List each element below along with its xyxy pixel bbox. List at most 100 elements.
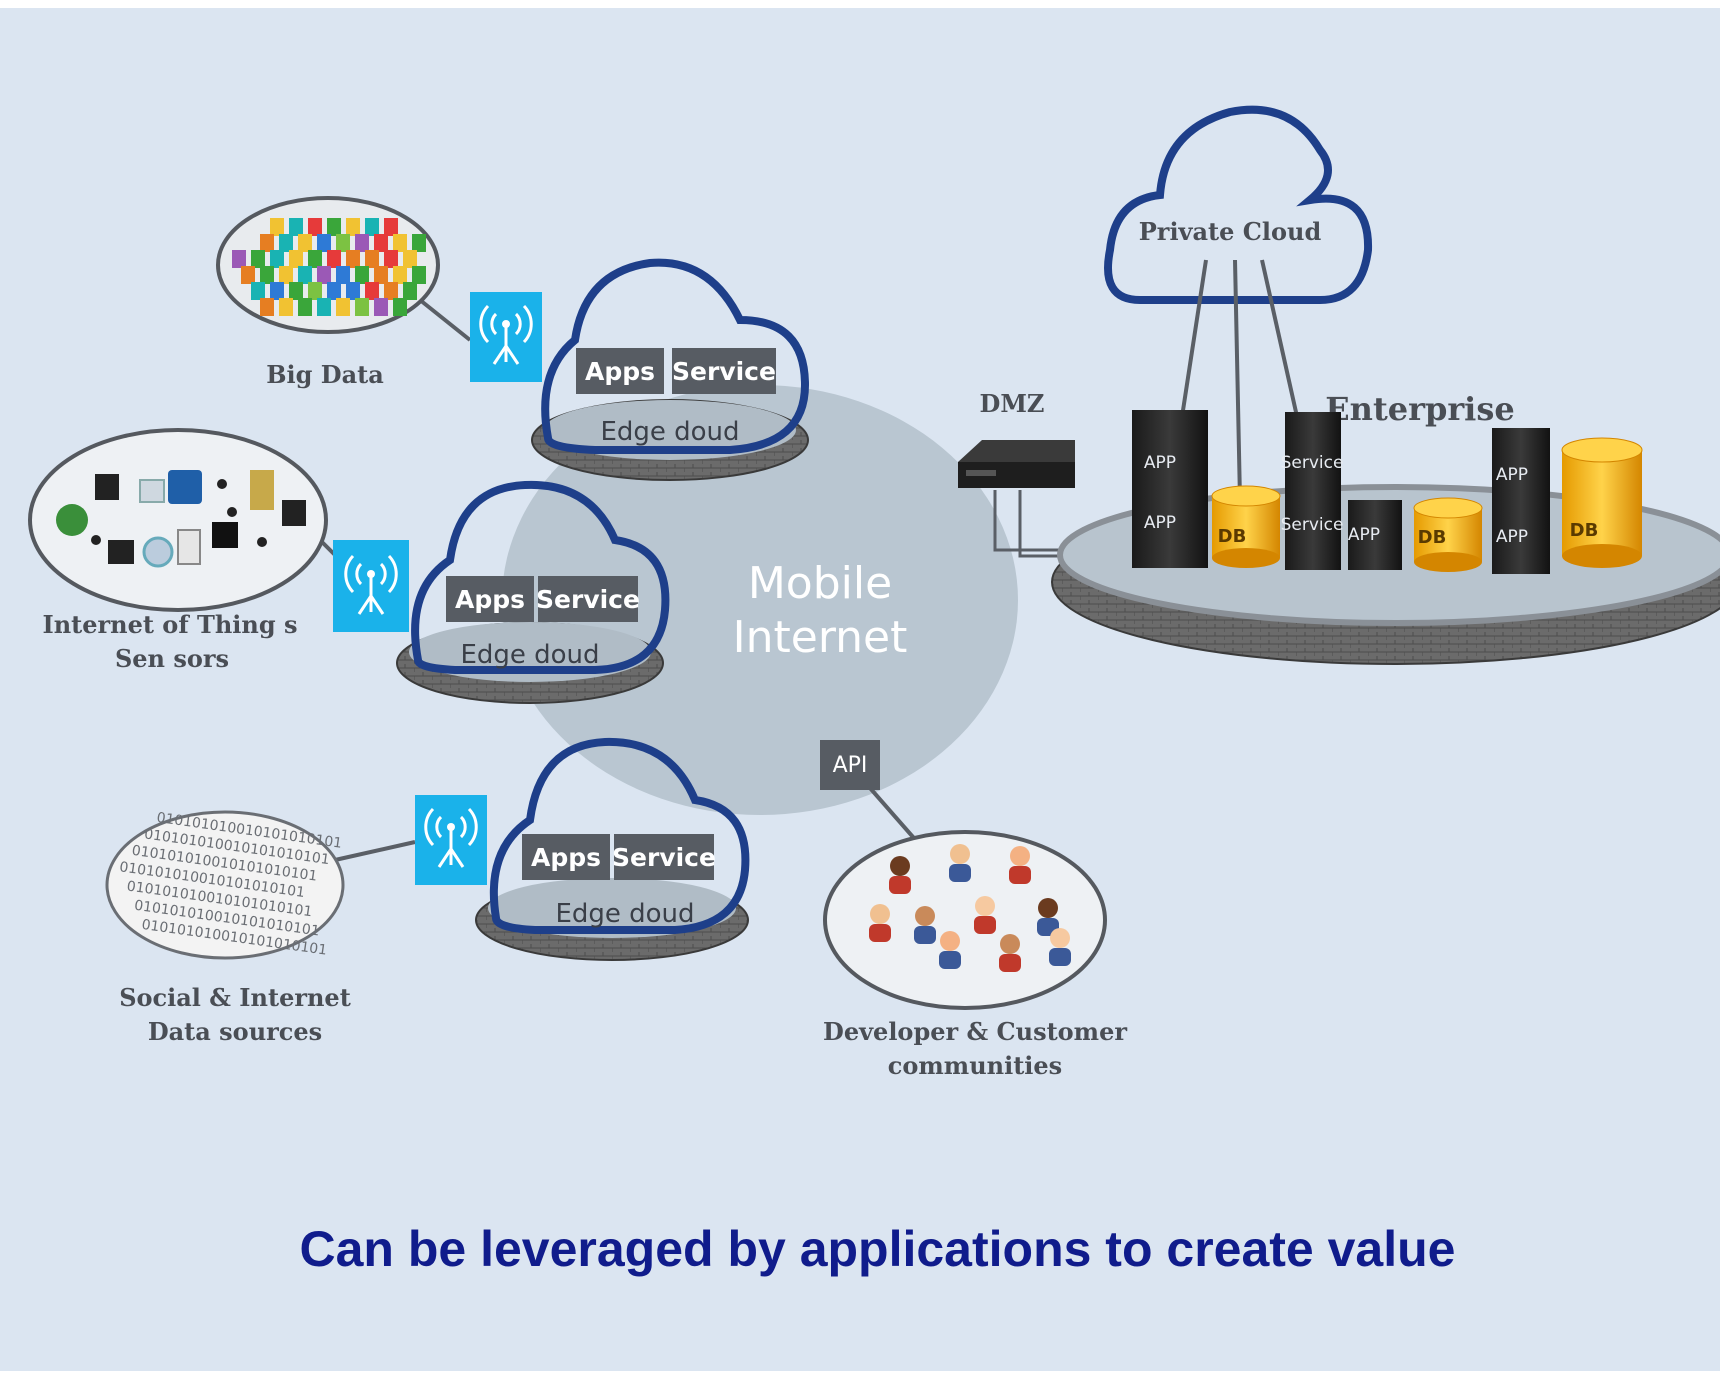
svg-text:DB: DB (1570, 520, 1599, 541)
big-data-label: Big Data (266, 360, 384, 389)
data-cube-shape (355, 266, 369, 284)
wireless-tower-icon (415, 795, 487, 885)
data-cube-shape (260, 234, 274, 252)
svg-text:APP: APP (1144, 453, 1176, 473)
person-body-icon (914, 926, 936, 944)
data-cube-shape (393, 298, 407, 316)
dmz-connector (993, 490, 1060, 558)
data-cube-shape (260, 266, 274, 284)
data-cube-shape (403, 282, 417, 300)
apps-box (576, 348, 664, 394)
data-cube-shape (279, 234, 293, 252)
data-cube-shape (346, 250, 360, 268)
wireless-tower-icon (333, 540, 409, 632)
bigdata-connector (418, 298, 472, 342)
data-cube-shape (327, 250, 341, 268)
edge-cloud-1: Apps Service Edge doud (531, 258, 810, 481)
internet-label: Internet (733, 612, 908, 663)
community-label-line2: communities (888, 1051, 1062, 1080)
data-cube-shape (279, 298, 293, 316)
data-cube-shape (308, 250, 322, 268)
data-cube-shape (336, 234, 350, 252)
data-cube-shape (289, 250, 303, 268)
svg-text:APP: APP (1496, 465, 1528, 485)
person-body-icon (949, 864, 971, 882)
svg-text:Apps: Apps (531, 843, 601, 872)
dmz-label: DMZ (980, 389, 1045, 418)
person-head-icon (915, 906, 935, 926)
edge-cloud-label: Edge doud (600, 417, 739, 447)
data-cube-shape (308, 218, 322, 236)
data-cube-shape (336, 298, 350, 316)
mobile-internet-oval (502, 385, 1018, 815)
server-rack: APP APP (1492, 428, 1550, 574)
big-data-image (216, 196, 440, 334)
data-cube-shape (298, 266, 312, 284)
data-cube-shape (251, 250, 265, 268)
data-cube-shape (289, 282, 303, 300)
svg-text:Apps: Apps (455, 585, 525, 614)
apps-box (446, 576, 534, 622)
svg-text:Service: Service (672, 357, 776, 386)
person-body-icon (939, 951, 961, 969)
server-rack: APP (1348, 500, 1402, 570)
developer-community-image (823, 830, 1107, 1010)
service-box (614, 834, 714, 880)
edge-cloud-2: Apps Service Edge doud (396, 480, 670, 704)
svg-text:APP: APP (1496, 527, 1528, 547)
api-label: API (833, 753, 868, 778)
data-cube-shape (298, 234, 312, 252)
data-cube-shape (384, 250, 398, 268)
data-cube-shape (374, 266, 388, 284)
community-label-line1: Developer & Customer (823, 1017, 1127, 1046)
data-cube-shape (289, 218, 303, 236)
person-body-icon (974, 916, 996, 934)
svg-text:DB: DB (1418, 527, 1447, 548)
data-cube-shape (365, 218, 379, 236)
database-icon: DB (1413, 497, 1483, 572)
wireless-tower-icon (470, 292, 542, 382)
data-cube-shape (355, 234, 369, 252)
service-box (538, 576, 638, 622)
social-data-globe-image: 0101010100101010101010101010100101010101… (105, 810, 345, 960)
person-head-icon (870, 904, 890, 924)
data-cube-shape (384, 282, 398, 300)
person-body-icon (999, 954, 1021, 972)
server-rack: Service Service (1281, 412, 1344, 570)
data-cube-shape (403, 250, 417, 268)
data-cube-shape (393, 266, 407, 284)
svg-text:Service: Service (1281, 453, 1344, 473)
iot-label-line1: Internet of Thing s (42, 610, 297, 639)
social-label-line1: Social & Internet (119, 983, 351, 1012)
data-cube-shape (270, 282, 284, 300)
data-cube-shape (270, 250, 284, 268)
service-box (672, 348, 776, 394)
data-cube-shape (346, 218, 360, 236)
private-cloud: Private Cloud (1104, 105, 1373, 501)
data-cube-shape (251, 282, 265, 300)
person-body-icon (1009, 866, 1031, 884)
person-body-icon (1049, 948, 1071, 966)
data-cube-shape (270, 218, 284, 236)
slide-caption: Can be leveraged by applications to crea… (299, 1221, 1456, 1277)
person-head-icon (1038, 898, 1058, 918)
svg-text:APP: APP (1144, 513, 1176, 533)
data-cube-shape (327, 218, 341, 236)
data-cube-shape (374, 234, 388, 252)
social-label-line2: Data sources (148, 1017, 322, 1046)
data-cube-shape (355, 298, 369, 316)
iot-label-line2: Sen sors (115, 644, 229, 673)
data-cube-shape (279, 266, 293, 284)
api-connector (868, 786, 922, 847)
data-cube-shape (393, 234, 407, 252)
svg-text:Service: Service (536, 585, 640, 614)
data-cube-shape (298, 298, 312, 316)
edge-cloud-label: Edge doud (555, 899, 694, 929)
data-cube-shape (336, 266, 350, 284)
svg-text:DB: DB (1218, 526, 1247, 547)
data-cube-shape (374, 298, 388, 316)
data-cube-shape (346, 282, 360, 300)
person-head-icon (940, 931, 960, 951)
